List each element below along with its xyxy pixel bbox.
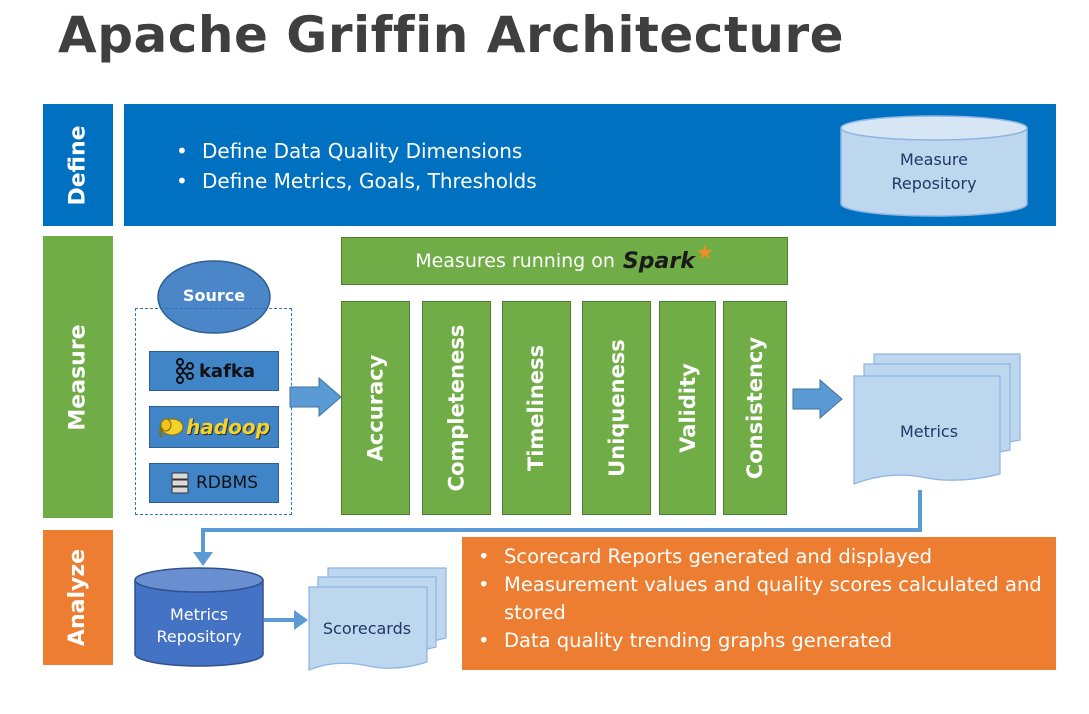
measure-repository-label: Measure Repository xyxy=(891,150,977,193)
define-label: Define xyxy=(65,124,91,206)
hadoop-elephant-icon xyxy=(159,418,184,438)
dimension-accuracy: Accuracy xyxy=(341,301,410,515)
scorecards-documents xyxy=(308,567,447,671)
analyze-bullet: Data quality trending graphs generated xyxy=(476,627,1046,655)
kafka-label: kafka xyxy=(198,360,256,382)
measure-label: Measure xyxy=(65,323,91,431)
rdbms-box: RDBMS xyxy=(149,463,279,503)
define-bullet: Define Data Quality Dimensions xyxy=(174,136,537,166)
analyze-bullets: Scorecard Reports generated and displaye… xyxy=(476,543,1046,655)
arrow-right-icon xyxy=(792,378,843,420)
define-bullets: Define Data Quality Dimensions Define Me… xyxy=(174,136,537,196)
scorecards-label: Scorecards xyxy=(322,619,412,638)
define-label-box: Define xyxy=(43,104,113,226)
metrics-documents xyxy=(853,353,1021,485)
dimension-timeliness: Timeliness xyxy=(502,301,571,515)
dimension-uniqueness: Uniqueness xyxy=(582,301,651,515)
measure-repository-cylinder xyxy=(840,115,1028,217)
dimension-completeness: Completeness xyxy=(422,301,491,515)
source-label: Source xyxy=(182,286,246,305)
arrow-right-icon xyxy=(264,610,308,630)
spark-banner-text: Measures running on xyxy=(415,250,615,272)
connector-arrow xyxy=(193,490,922,566)
analyze-panel: Scorecard Reports generated and displaye… xyxy=(462,537,1056,670)
sources-container xyxy=(135,308,292,515)
spark-logo: Spark xyxy=(622,248,695,274)
hadoop-box: hadoop xyxy=(149,406,279,448)
source-ellipse xyxy=(157,260,271,334)
arrow-right-icon xyxy=(289,376,342,418)
analyze-label-box: Analyze xyxy=(43,530,113,665)
measure-label-box: Measure xyxy=(43,236,113,518)
metrics-label: Metrics xyxy=(899,422,959,441)
kafka-box: kafka xyxy=(149,351,279,391)
analyze-label: Analyze xyxy=(65,548,91,647)
dimension-consistency: Consistency xyxy=(723,301,787,515)
analyze-bullet: Measurement values and quality scores ca… xyxy=(476,571,1046,627)
dimension-validity: Validity xyxy=(659,301,716,515)
page-title: Apache Griffin Architecture xyxy=(58,6,845,64)
spark-star-icon: ★ xyxy=(695,241,714,264)
metrics-repository-label: Metrics Repository xyxy=(156,605,242,646)
spark-banner: Measures running on Spark ★ xyxy=(341,237,788,285)
database-icon xyxy=(171,472,189,494)
metrics-repository-cylinder xyxy=(134,567,264,667)
kafka-icon xyxy=(175,358,194,384)
rdbms-label: RDBMS xyxy=(195,473,259,493)
define-bullet: Define Metrics, Goals, Thresholds xyxy=(174,166,537,196)
hadoop-label: hadoop xyxy=(186,415,270,439)
analyze-bullet: Scorecard Reports generated and displaye… xyxy=(476,543,1046,571)
